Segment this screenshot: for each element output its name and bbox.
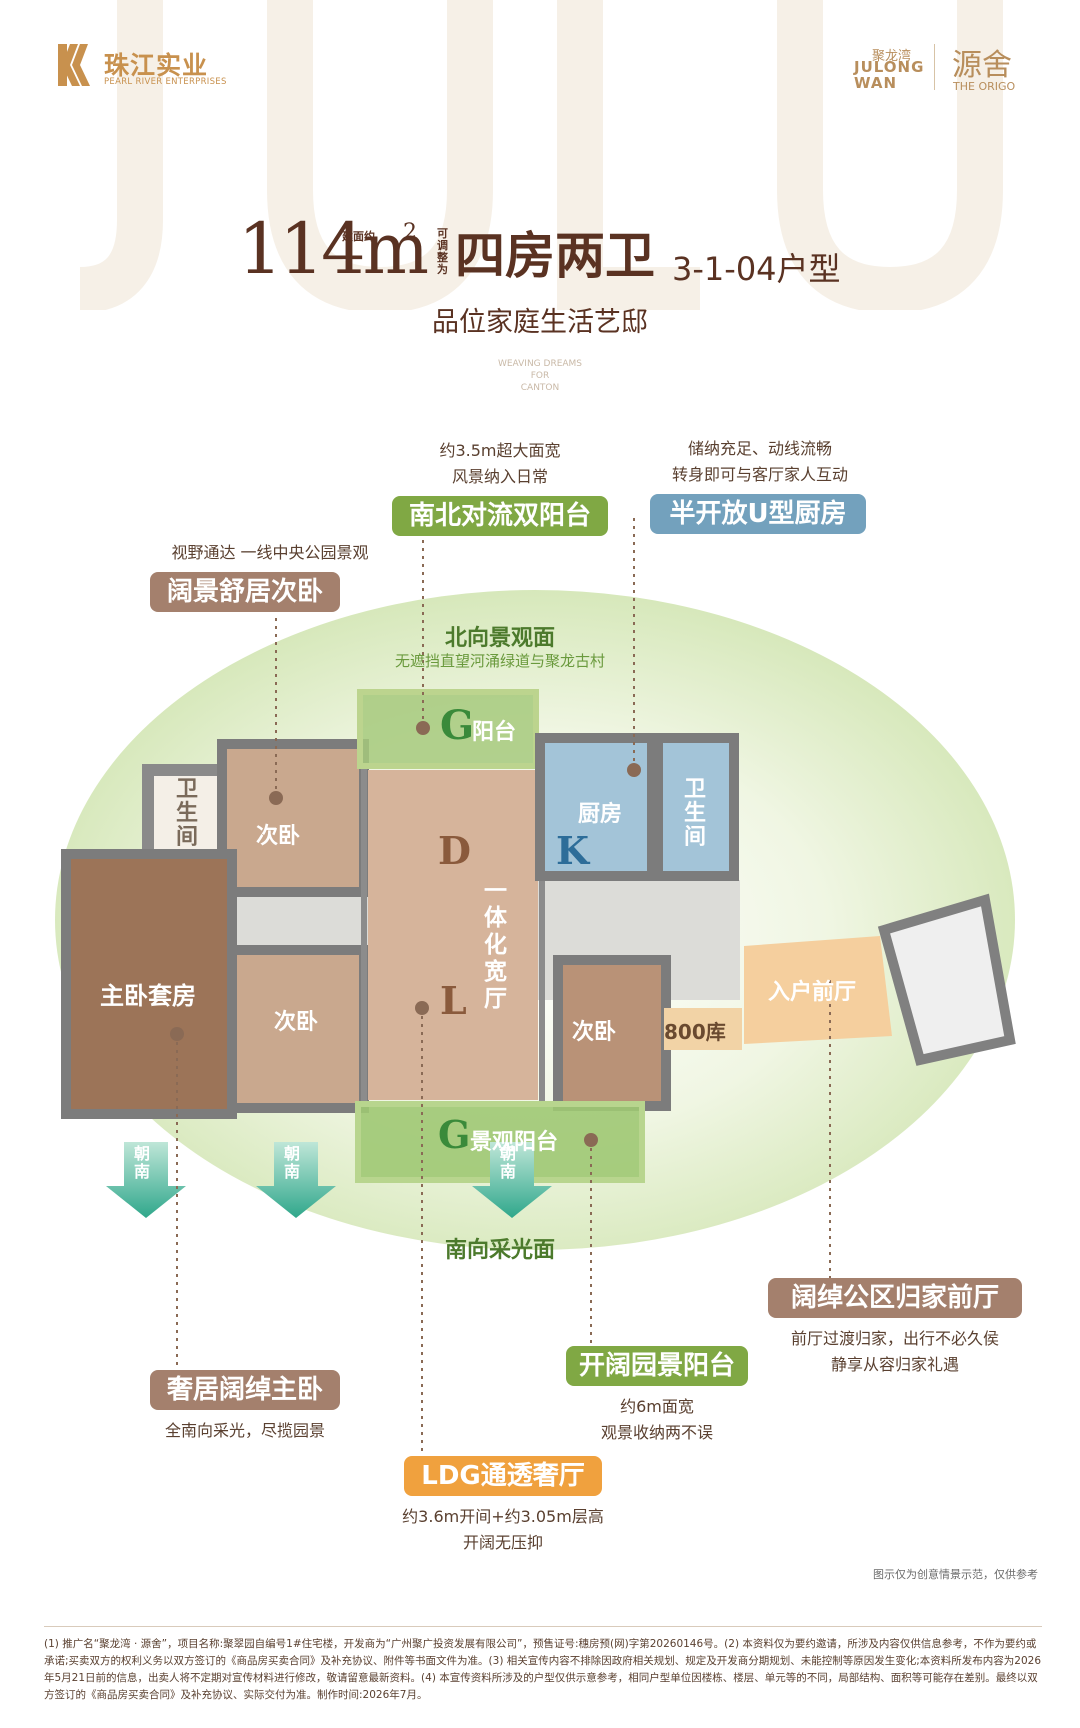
marker-c6 (584, 1133, 598, 1147)
c5-note-1: 全南向采光，尽揽园景 (164, 1421, 325, 1440)
master-label: 主卧套房 (100, 982, 196, 1010)
logo-divider (934, 44, 935, 90)
marker-c3 (627, 763, 641, 777)
c5-pill: 奢居阔绰主卧 (150, 1370, 340, 1410)
foyer-area (744, 936, 892, 1044)
facing-south-1: 朝南 (134, 1144, 151, 1181)
c1-pill: 阔景舒居次卧 (150, 572, 340, 612)
bedroom-right-label: 次卧 (572, 1020, 617, 1045)
unit-code: 3-1-04户型 (672, 250, 841, 288)
living-dining-area (368, 770, 538, 1100)
area-prefix: 建面约 (342, 230, 375, 243)
marker-c5 (170, 1027, 184, 1041)
c4-note-2: 静享从容归家礼遇 (830, 1355, 959, 1374)
adjustable-note: 可调整为 (437, 227, 448, 276)
bath-right-wall (653, 733, 739, 881)
layout-title: 四房两卫 (455, 227, 655, 285)
north-view-label: 北向景观面 (444, 626, 555, 651)
c4-note-1: 前厅过渡归家，出行不必久侯 (790, 1329, 999, 1348)
bedroom-top-area (226, 748, 360, 888)
footer-divider (44, 1626, 1042, 1627)
facing-south-3: 朝南 (500, 1144, 517, 1181)
kitchen-area (544, 742, 648, 872)
south-arrow-1 (106, 1142, 186, 1218)
marker-c2 (416, 721, 430, 735)
c7-note-2: 开阔无压抑 (462, 1533, 543, 1552)
south-arrow-3 (472, 1142, 552, 1218)
living-letter: L (440, 978, 467, 1023)
bath-right-area (662, 742, 730, 872)
c3-pill: 半开放U型厨房 (650, 494, 866, 534)
balcony-north-wall (357, 689, 539, 769)
subtitle: 品位家庭生活艺邸 (432, 307, 648, 338)
balcony-south-letter: G (438, 1112, 471, 1157)
developer-name-en: PEARL RIVER ENTERPRISES (104, 77, 227, 87)
c2-note-1: 约3.5m超大面宽 (439, 441, 561, 460)
area-number: 114m (238, 208, 429, 290)
project-name-en-1: JULONG (854, 58, 925, 76)
south-arrow-2 (256, 1142, 336, 1218)
south-view-label: 南向采光面 (444, 1238, 555, 1263)
foyer-label: 入户前厅 (768, 980, 857, 1005)
living-label: 一体化宽厅 (484, 878, 507, 1012)
balcony-south-label: 景观阳台 (470, 1130, 559, 1155)
c2-pill: 南北对流双阳台 (392, 496, 608, 536)
c2-note-2: 风景纳入日常 (451, 467, 548, 486)
c4-pill: 阔绰公区归家前厅 (768, 1278, 1022, 1318)
kitchen-wall (535, 733, 657, 881)
south-arrows (106, 1142, 552, 1218)
marker-c7 (415, 1001, 429, 1015)
facing-south-2: 朝南 (284, 1144, 301, 1181)
c6-pill: 开阔园景阳台 (566, 1346, 748, 1386)
project-name-cn: 聚龙湾 (872, 49, 912, 64)
balcony-north-label: 阳台 (472, 720, 517, 745)
north-view-sub: 无遮挡直望河涌绿道与聚龙古村 (394, 652, 605, 670)
background-watermark (78, 0, 1003, 310)
bath-left-label: 卫生间 (176, 777, 199, 850)
developer-logo: 珠江实业 PEARL RIVER ENTERPRISES (58, 44, 238, 92)
c1-note-1: 视野通达 一线中央公园景观 (171, 543, 369, 562)
master-area (70, 858, 228, 1110)
c7-pill: LDG通透奢厅 (404, 1456, 602, 1496)
tagline: WEAVING DREAMS FOR CANTON (0, 358, 1080, 394)
legal-footnote: (1) 推广名“聚龙湾 · 源舍”，项目名称:聚翠园自编号1#住宅楼，开发商为“… (44, 1638, 1042, 1701)
tagline-line-3: CANTON (520, 383, 560, 393)
project-name-en-2: WAN (854, 74, 898, 92)
tagline-line-1: WEAVING DREAMS (497, 359, 583, 369)
bath-right-label: 卫生间 (684, 777, 707, 850)
illustration-disclaimer: 图示仅为创意情景示范，仅供参考 (873, 1568, 1038, 1581)
c7-note-1: 约3.6m开间+约3.05m层高 (402, 1507, 604, 1526)
kitchen-letter: K (556, 828, 590, 873)
c6-note-1: 约6m面宽 (620, 1397, 694, 1416)
lift-lobby (877, 893, 1016, 1066)
pearl-river-logo-icon (58, 44, 90, 86)
kitchen-label: 厨房 (578, 802, 623, 827)
bedroom-right-area (562, 964, 662, 1102)
balcony-north-area (360, 692, 536, 766)
marker-c1 (269, 791, 283, 805)
storage-label: 800库 (664, 1020, 726, 1044)
balcony-north-letter: G (440, 702, 475, 749)
sub-brand-name: 源舍 (952, 48, 1012, 83)
developer-name: 珠江实业 (104, 51, 209, 80)
bedroom-top-label: 次卧 (256, 824, 301, 849)
tagline-line-2: FOR (530, 371, 550, 381)
c3-note-1: 储纳充足、动线流畅 (687, 439, 832, 458)
storage-area (664, 1008, 742, 1050)
dining-letter: D (438, 828, 471, 873)
bedroom-mid-label: 次卧 (274, 1010, 319, 1035)
bedroom-mid-area (236, 954, 360, 1104)
c3-note-2: 转身即可与客厅家人互动 (671, 465, 848, 484)
sub-brand-name-en: THE ORIGO (953, 80, 1016, 93)
c6-note-2: 观景收纳两不误 (600, 1423, 713, 1442)
area-superscript: 2 (403, 220, 417, 245)
